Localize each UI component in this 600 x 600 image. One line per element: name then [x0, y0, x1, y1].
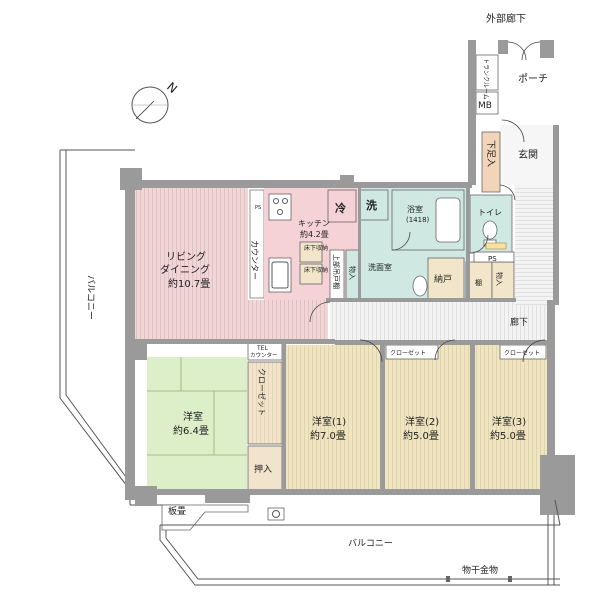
- japanese-room-name: 洋室: [183, 410, 203, 423]
- outer-corridor-label: 外部廊下: [486, 12, 526, 25]
- underfloor-storage-label-2: 床下収納: [304, 266, 328, 274]
- ps-small-box: [485, 242, 507, 250]
- room3-size: 約5.0畳: [490, 429, 526, 442]
- room1-size: 約7.0畳: [310, 429, 346, 442]
- toilet-icon: [482, 220, 498, 240]
- upper-shelf-label: 上部吊戸棚: [332, 254, 341, 289]
- living-dining-area: [135, 188, 248, 340]
- balcony-bottom-label: バルコニー: [348, 538, 393, 549]
- shelf-label: 棚: [475, 278, 482, 287]
- living-dining-lower: [248, 300, 328, 340]
- shoebox-area: [481, 131, 501, 193]
- room2-area: [384, 345, 470, 490]
- oshiire-label: 押入: [254, 463, 272, 475]
- storage-a-label: 物入: [348, 266, 357, 280]
- room1-name: 洋室(1): [312, 415, 346, 428]
- ps-label: PS: [488, 255, 497, 263]
- shoebox-label: 下足入: [485, 140, 496, 167]
- underfloor-storage-label-1: 床下収納: [304, 244, 328, 252]
- trunk-room-label: トランクルーム: [482, 58, 489, 100]
- living-label-2: ダイニング: [160, 263, 210, 276]
- washroom-label: 洗面室: [368, 262, 392, 272]
- closet-room2-label: クローゼット: [390, 349, 426, 357]
- hallway-area: [330, 302, 552, 342]
- bathroom-size: (1418): [406, 216, 430, 224]
- north-label: N: [164, 80, 180, 96]
- mb-label: MB: [478, 101, 492, 111]
- hallway-label: 廊下: [510, 316, 528, 328]
- porch-area: [500, 60, 553, 122]
- room3-name: 洋室(3): [492, 415, 526, 428]
- drying-rack-label: 物干金物: [462, 564, 498, 576]
- stove-icon: [268, 193, 292, 221]
- japanese-room-size: 約6.4畳: [173, 424, 209, 437]
- hallway-vertical: [515, 185, 553, 305]
- oshiire-area: [247, 445, 283, 491]
- room2-name: 洋室(2): [405, 415, 439, 428]
- room3-area: [474, 345, 548, 490]
- washbasin-icon: [412, 275, 428, 297]
- underfloor-box-2: [299, 263, 323, 285]
- toilet-label: トイレ: [478, 208, 502, 217]
- closet-vertical-area: [247, 361, 283, 445]
- entrance-label: 玄関: [518, 148, 538, 161]
- drying-rack-icon: [446, 576, 512, 582]
- room1-area: [284, 345, 380, 490]
- itajiki-area: [161, 504, 249, 531]
- living-label-1: リビング: [166, 250, 206, 263]
- bathroom-name: 浴室: [407, 204, 423, 214]
- laundry-label: 洗: [366, 198, 377, 212]
- closet-vertical-label: クローゼット: [257, 368, 267, 416]
- nando-label: 納戸: [434, 273, 452, 285]
- underfloor-box-1: [299, 241, 323, 263]
- north-arrow-icon: [131, 86, 169, 124]
- sink-icon: [268, 257, 292, 293]
- kitchen-size: 約4.2畳: [300, 229, 329, 239]
- laundry-box: [359, 189, 389, 221]
- room2-size: 約5.0畳: [403, 429, 439, 442]
- tel-label: TEL: [256, 345, 268, 352]
- itajiki-label: 板畳: [168, 505, 186, 517]
- tel-counter-label: カウンター: [250, 351, 278, 359]
- closet-room3-label: クローゼット: [504, 349, 540, 357]
- kitchen-name: キッチン: [298, 219, 330, 228]
- fridge-label: 冷: [335, 201, 346, 215]
- storage-b-label: 物入: [495, 272, 504, 286]
- bathtub-icon: [435, 197, 461, 243]
- walls: [120, 40, 575, 515]
- ps-small-label: PS: [255, 205, 261, 211]
- outdoor-unit-icon: [267, 507, 285, 521]
- living-size: 約10.7畳: [168, 277, 210, 290]
- porch-label: ポーチ: [518, 73, 548, 85]
- counter-label: カウンター: [250, 240, 259, 280]
- nando-area: [427, 257, 465, 303]
- balcony-left-label: バルコニー: [85, 275, 96, 320]
- door-swings: [309, 41, 546, 363]
- entrance-area: [500, 125, 553, 185]
- japanese-room-area: [147, 357, 247, 489]
- fridge-box: [327, 189, 357, 223]
- ps-area: [473, 251, 515, 263]
